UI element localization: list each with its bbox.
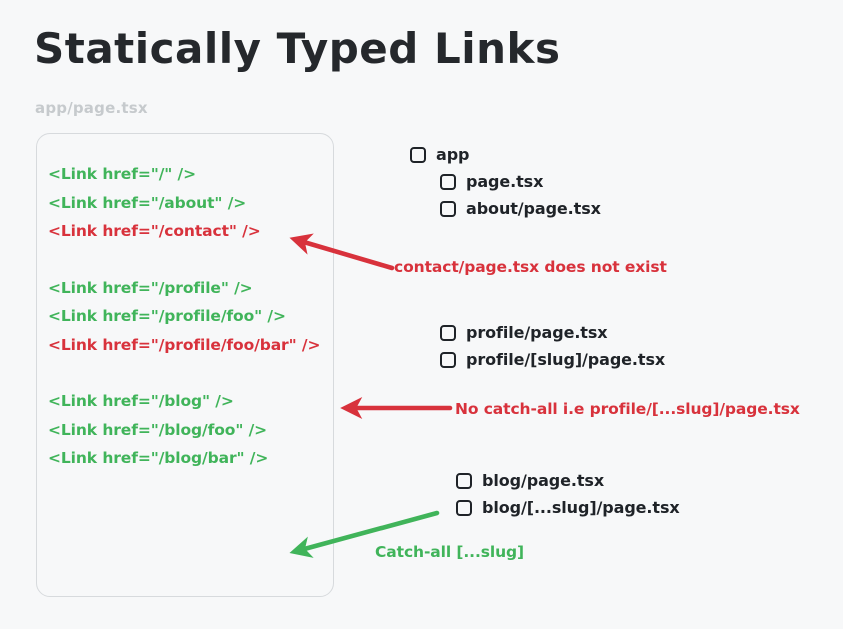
file-tree-label: blog/[...slug]/page.tsx	[482, 498, 680, 517]
code-line-list: <Link href="/" /> <Link href="/about" />…	[48, 160, 378, 473]
file-tree-row[interactable]: blog/[...slug]/page.tsx	[410, 494, 840, 521]
code-line: <Link href="/" />	[48, 165, 196, 183]
code-line: <Link href="/blog/foo" />	[48, 420, 268, 439]
code-line-error: <Link href="/profile/foo/bar" />	[48, 335, 321, 354]
file-tree-label: app	[436, 145, 470, 164]
checkbox-icon[interactable]	[440, 200, 456, 217]
code-line: <Link href="/about" />	[48, 193, 247, 212]
checkbox-icon[interactable]	[456, 472, 472, 489]
file-tree-row[interactable]: blog/page.tsx	[410, 467, 840, 494]
file-tree-row[interactable]: profile/[slug]/page.tsx	[410, 346, 840, 373]
code-line-error: <Link href="/contact" />	[48, 222, 261, 240]
file-tree-label: blog/page.tsx	[482, 471, 605, 490]
file-tree-label: profile/[slug]/page.tsx	[466, 350, 666, 369]
annotation-no-catch-all: No catch-all i.e profile/[...slug]/page.…	[455, 400, 800, 418]
code-line: <Link href="/blog/bar" />	[48, 449, 269, 467]
file-tree-label: profile/page.tsx	[466, 323, 608, 342]
annotation-contact-missing: contact/page.tsx does not exist	[394, 258, 667, 276]
checkbox-icon[interactable]	[410, 146, 426, 163]
file-tree-group-blog: blog/page.tsx blog/[...slug]/page.tsx	[410, 467, 840, 521]
code-panel-caption: app/page.tsx	[35, 99, 148, 117]
annotation-catch-all-ok: Catch-all [...slug]	[375, 543, 524, 561]
file-tree-row[interactable]: app	[410, 141, 840, 168]
checkbox-icon[interactable]	[440, 173, 456, 190]
code-group-spacer	[48, 246, 378, 274]
code-line: <Link href="/profile" />	[48, 278, 253, 297]
code-group-spacer	[48, 359, 378, 387]
code-panel-card	[36, 133, 334, 597]
file-tree-row[interactable]: about/page.tsx	[410, 195, 840, 222]
code-line: <Link href="/profile/foo" />	[48, 307, 286, 325]
checkbox-icon[interactable]	[456, 499, 472, 516]
file-tree-group-profile: profile/page.tsx profile/[slug]/page.tsx	[410, 319, 840, 373]
file-tree-label: about/page.tsx	[466, 199, 601, 218]
code-line: <Link href="/blog" />	[48, 392, 234, 410]
file-tree-group-app: app page.tsx about/page.tsx	[410, 141, 840, 222]
checkbox-icon[interactable]	[440, 324, 456, 341]
file-tree-row[interactable]: page.tsx	[410, 168, 840, 195]
file-tree-row[interactable]: profile/page.tsx	[410, 319, 840, 346]
page-title: Statically Typed Links	[34, 24, 561, 73]
checkbox-icon[interactable]	[440, 351, 456, 368]
file-tree-label: page.tsx	[466, 172, 544, 191]
